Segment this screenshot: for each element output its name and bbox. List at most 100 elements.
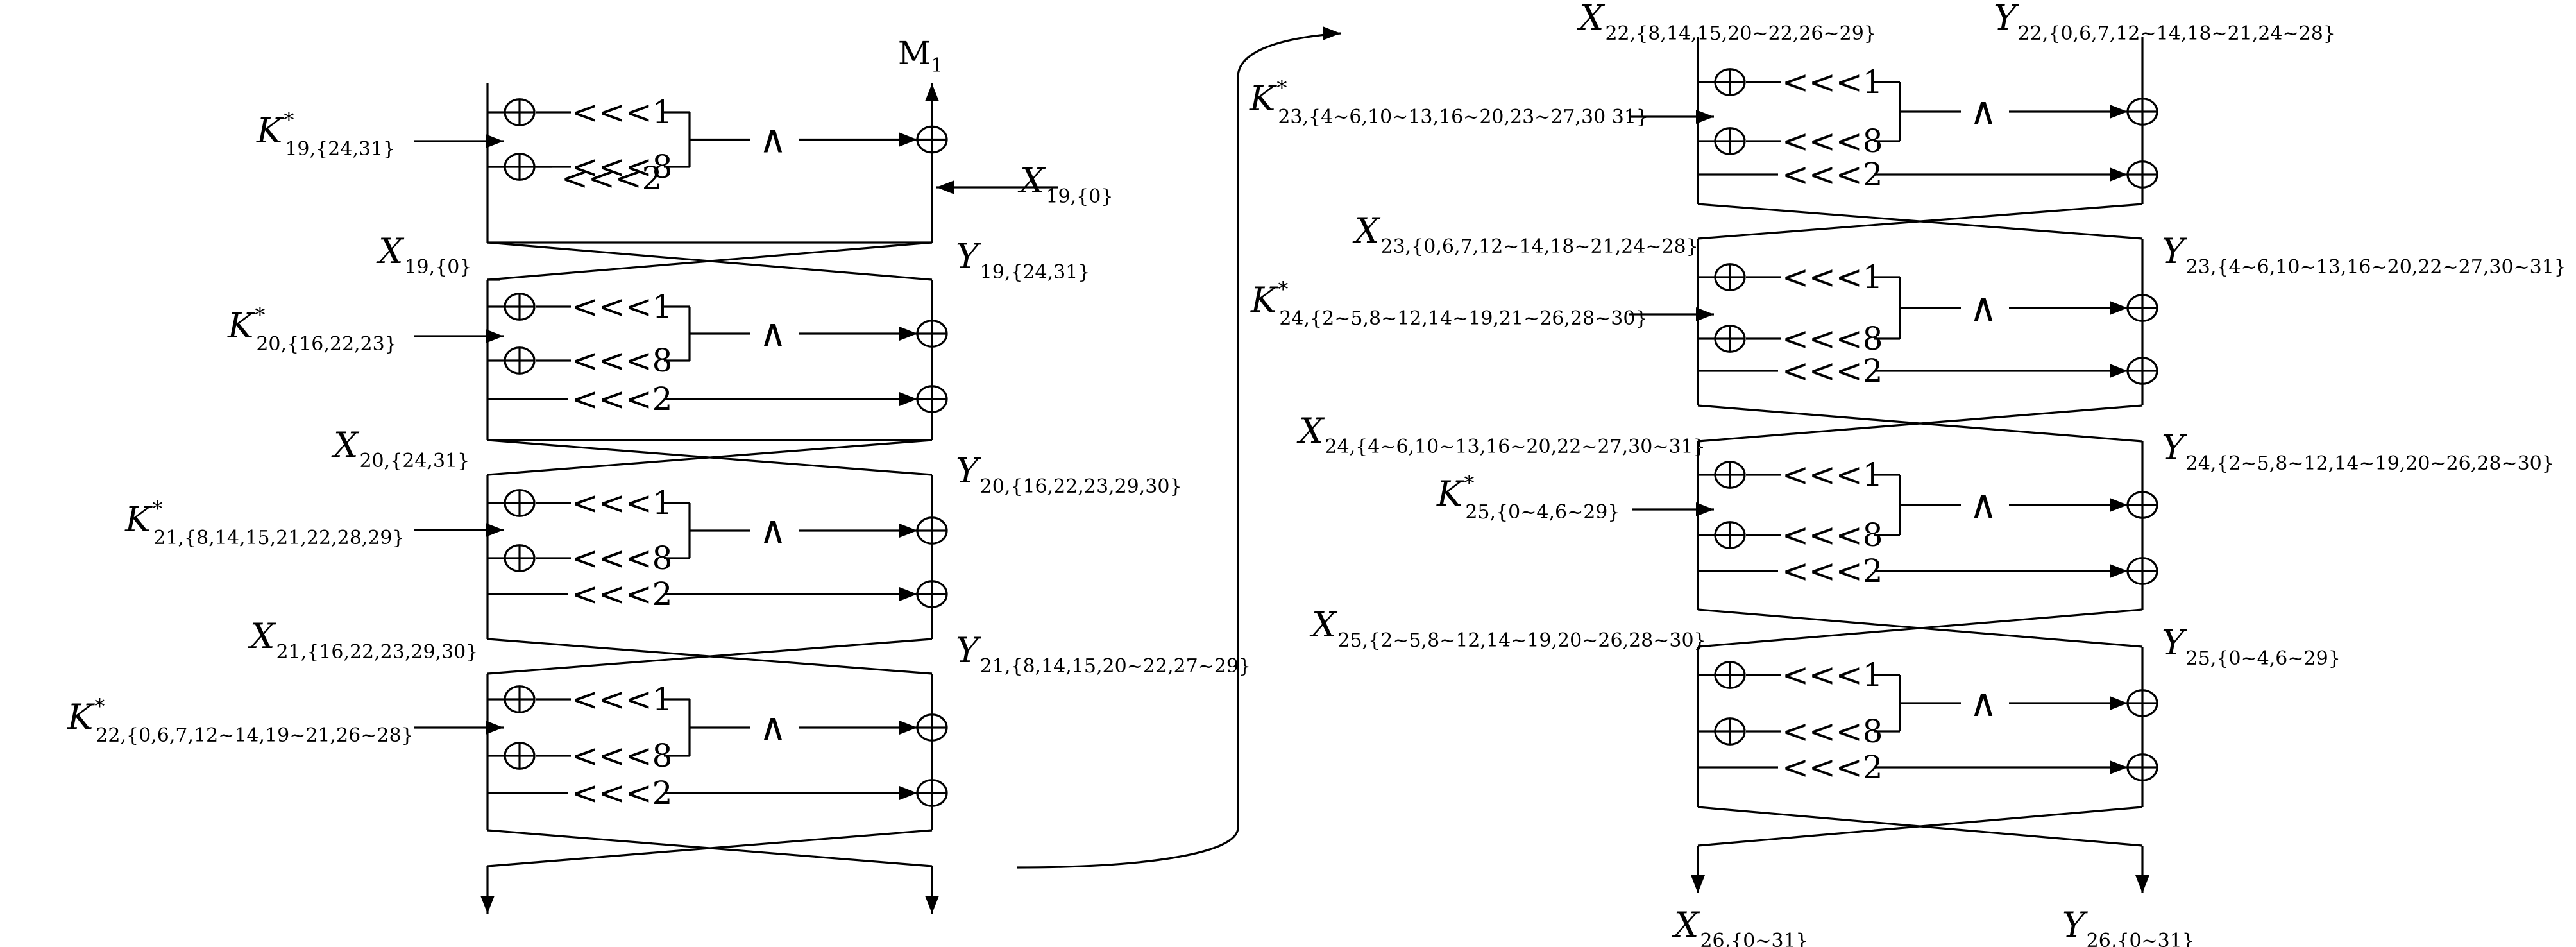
label-superscript: * [152, 497, 162, 521]
left-xor-rot8 [504, 742, 536, 770]
key-arrow-right-2-head [1696, 502, 1714, 516]
rot8-label: <<<8 [1782, 516, 1883, 554]
label-subscript: 23,{4~6,10~13,16~20,22~27,30~31} [2186, 256, 2566, 278]
y-label-left-1: Y20,{16,22,23,29,30} [956, 450, 1182, 498]
label-subscript: 19,{0} [404, 256, 471, 278]
label-base: Y [956, 450, 981, 491]
label-subscript: 26,{0~31} [1700, 930, 1808, 947]
label-subscript: 22,{0,6,7,12~14,19~21,26~28} [96, 724, 413, 747]
rot2-arrow-head [899, 786, 917, 800]
rot2-label: <<<2 [1782, 749, 1883, 786]
key-arrow-left-1-head [486, 329, 504, 343]
rot2-arrow-head [2110, 760, 2128, 774]
left-xor-rot1 [1714, 461, 1746, 489]
m1-label: M1 [898, 35, 943, 77]
cross-r20-b [487, 439, 933, 476]
and-op-label: ∧ [759, 311, 787, 356]
connector-arrow-head [1323, 26, 1341, 40]
left-xor-rot8 [504, 153, 536, 181]
rot2-label-r19: <<<2 [561, 160, 663, 197]
right-xor-rot2 [2126, 357, 2158, 385]
label-base: K [124, 499, 153, 540]
label-base: K [227, 305, 255, 346]
label-base: K [1249, 78, 1277, 119]
y-label-left-2: Y21,{8,14,15,20~22,27~29} [956, 630, 1251, 678]
label-base: Y [956, 630, 981, 670]
rot2-label: <<<2 [1782, 156, 1883, 193]
left-xor-rot1 [1714, 263, 1746, 291]
rot2-label: <<<2 [1782, 552, 1883, 590]
key-arrow-right-1-head [1696, 307, 1714, 321]
rot2-label: <<<2 [572, 576, 673, 613]
rot1-label: <<<1 [572, 288, 673, 325]
rot1-label: <<<1 [572, 484, 673, 522]
and-output-arrow-head [2110, 498, 2128, 512]
key-arrow-right-0-head [1696, 110, 1714, 124]
label-base: X [376, 231, 405, 271]
x26-bottom-label: X26,{0~31} [1672, 905, 1808, 947]
key-label-left-3: K*22,{0,6,7,12~14,19~21,26~28} [67, 694, 414, 747]
label-base: Y [2162, 622, 2187, 663]
cross-r24-b [1697, 404, 2143, 443]
cross-r23-b [1697, 203, 2143, 240]
left-xor-rot8 [504, 544, 536, 572]
key-label-right-2: K*25,{0~4,6~29} [1436, 471, 1620, 524]
left-xor-rot1 [1714, 68, 1746, 96]
rot8-label: <<<8 [572, 148, 673, 185]
cross-r19-b [487, 241, 933, 281]
and-output-arrow-head [2110, 696, 2128, 710]
label-subscript: 22,{0,6,7,12~14,18~21,24~28} [2018, 22, 2335, 45]
key-label-left-0: K*19,{24,31} [256, 108, 395, 160]
label-base: X [1309, 604, 1338, 645]
key-label-right-0: K*23,{4~6,10~13,16~20,23~27,30 31} [1249, 76, 1648, 128]
key-arrow-left-0-head [486, 134, 504, 148]
left-xor-rot1 [504, 489, 536, 517]
label-subscript: 21,{8,14,15,20~22,27~29} [980, 655, 1251, 678]
key-arrow-left-2-head [486, 523, 504, 537]
label-base: X [1296, 411, 1325, 451]
label-subscript: 19,{24,31} [285, 138, 395, 160]
left-xor-rot8 [1714, 521, 1746, 549]
label-subscript: 24,{2~5,8~12,14~19,21~26,28~30} [1279, 307, 1647, 330]
label-subscript: 20,{16,22,23} [256, 333, 396, 355]
right-col-out-left-head [1691, 875, 1705, 893]
right-xor-and [2126, 294, 2158, 322]
label-base: Y [2062, 905, 2088, 945]
rot2-arrow-head [2110, 167, 2128, 182]
label-subscript: 20,{16,22,23,29,30} [980, 475, 1182, 498]
and-op-label: ∧ [1969, 482, 1997, 527]
right-xor-rot2 [2126, 753, 2158, 781]
label-subscript: 26,{0~31} [2087, 930, 2194, 947]
left-xor-rot8 [1714, 127, 1746, 155]
label-subscript: 24,{2~5,8~12,14~19,20~26,28~30} [2186, 452, 2554, 475]
label-superscript: * [255, 303, 265, 327]
right-xor-rot2 [2126, 160, 2158, 189]
and-op-label: ∧ [759, 705, 787, 750]
right-xor-rot2 [916, 385, 948, 413]
rot8-label: <<<8 [1782, 713, 1883, 750]
label-base: Y [2162, 427, 2187, 468]
rot8-label: <<<8 [572, 342, 673, 379]
m1-subscript: 1 [931, 55, 943, 77]
label-subscript: 23,{4~6,10~13,16~20,23~27,30 31} [1278, 106, 1648, 128]
label-base: X [1577, 0, 1606, 38]
and-output-arrow-head [899, 132, 917, 147]
rot2-label: <<<2 [572, 380, 673, 418]
x22-top-label: X22,{8,14,15,20~22,26~29} [1577, 0, 1876, 45]
rot8-label: <<<8 [572, 540, 673, 577]
left-col-out-right-head [925, 896, 939, 914]
rot8-label: <<<8 [572, 737, 673, 774]
right-xor-and [916, 125, 948, 154]
label-subscript: 25,{2~5,8~12,14~19,20~26,28~30} [1337, 629, 1706, 652]
right-xor-rot2 [916, 779, 948, 807]
right-xor-and [2126, 689, 2158, 717]
y22-top-label: Y22,{0,6,7,12~14,18~21,24~28} [1994, 0, 2335, 45]
x-label-left-0: X19,{0} [376, 231, 471, 278]
label-base: K [67, 697, 95, 737]
rot2-label: <<<2 [1782, 352, 1883, 389]
label-subscript: 24,{4~6,10~13,16~20,22~27,30~31} [1325, 436, 1705, 458]
y-label-right-0: Y23,{4~6,10~13,16~20,22~27,30~31} [2162, 231, 2566, 278]
right-xor-and [916, 320, 948, 348]
rot2-arrow-head [2110, 364, 2128, 378]
and-output-arrow-head [899, 327, 917, 341]
